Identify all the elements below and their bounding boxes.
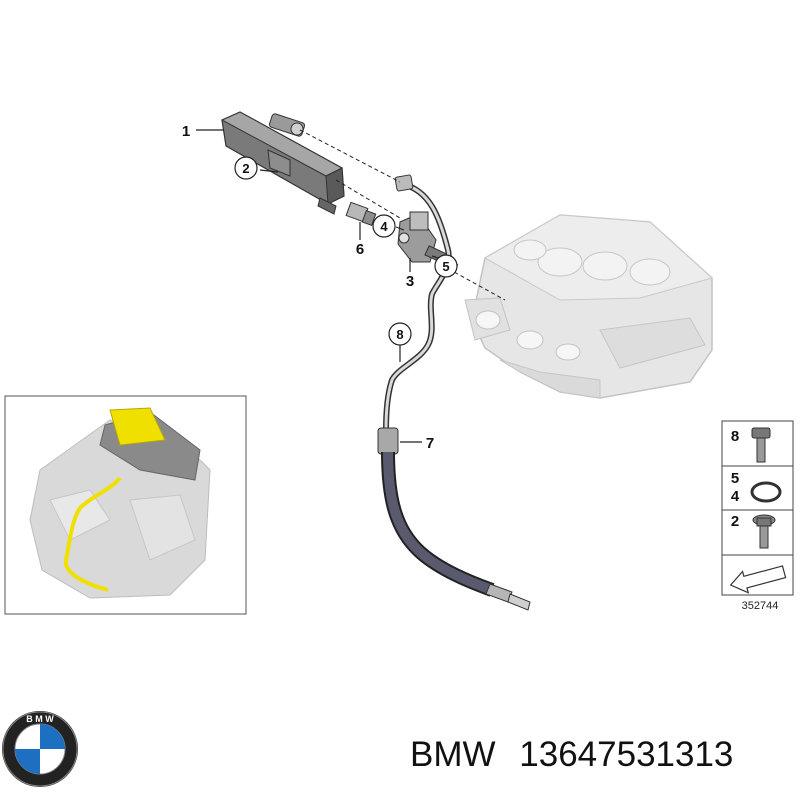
bolt-icon xyxy=(751,427,771,463)
callout-5-circle xyxy=(434,254,458,278)
fuel-line-pipe xyxy=(383,174,452,433)
callout-4: 4 xyxy=(380,219,388,234)
fuel-hose xyxy=(377,427,531,611)
callout-4-circle xyxy=(372,214,396,238)
flange-bolt-icon xyxy=(752,514,776,549)
diagram-ref-number: 352744 xyxy=(742,600,779,612)
arrow-icon xyxy=(729,565,787,594)
engine-overview-inset xyxy=(4,395,247,615)
brand-part-number: BMW 13647531313 xyxy=(410,735,733,775)
legend-label-8: 8 xyxy=(731,428,739,445)
bmw-logo: B M W xyxy=(2,711,78,787)
part-number: 13647531313 xyxy=(519,735,734,774)
callout-2-circle xyxy=(234,156,258,180)
callout-1: 1 xyxy=(182,123,190,140)
legend-label-5: 5 xyxy=(731,470,739,487)
legend-panel: 8 5 4 2 xyxy=(721,420,794,596)
callout-2: 2 xyxy=(242,161,249,176)
callout-7: 7 xyxy=(426,435,434,452)
legend-label-4: 4 xyxy=(731,488,740,505)
o-ring-icon xyxy=(750,481,782,503)
dashed-leaders xyxy=(299,129,506,301)
callout-8: 8 xyxy=(396,327,403,342)
callout-6: 6 xyxy=(356,241,364,258)
callout-5: 5 xyxy=(442,259,449,274)
injector-part-3 xyxy=(397,211,450,265)
legend-label-2: 2 xyxy=(731,513,739,530)
brand-name: BMW xyxy=(410,735,496,774)
svg-text:B M W: B M W xyxy=(26,714,54,724)
clip-part-6 xyxy=(345,201,377,226)
cylinder-head-image xyxy=(464,214,714,399)
callout-8-circle xyxy=(388,322,412,346)
fuel-rail xyxy=(220,111,345,215)
callout-3: 3 xyxy=(406,273,414,290)
